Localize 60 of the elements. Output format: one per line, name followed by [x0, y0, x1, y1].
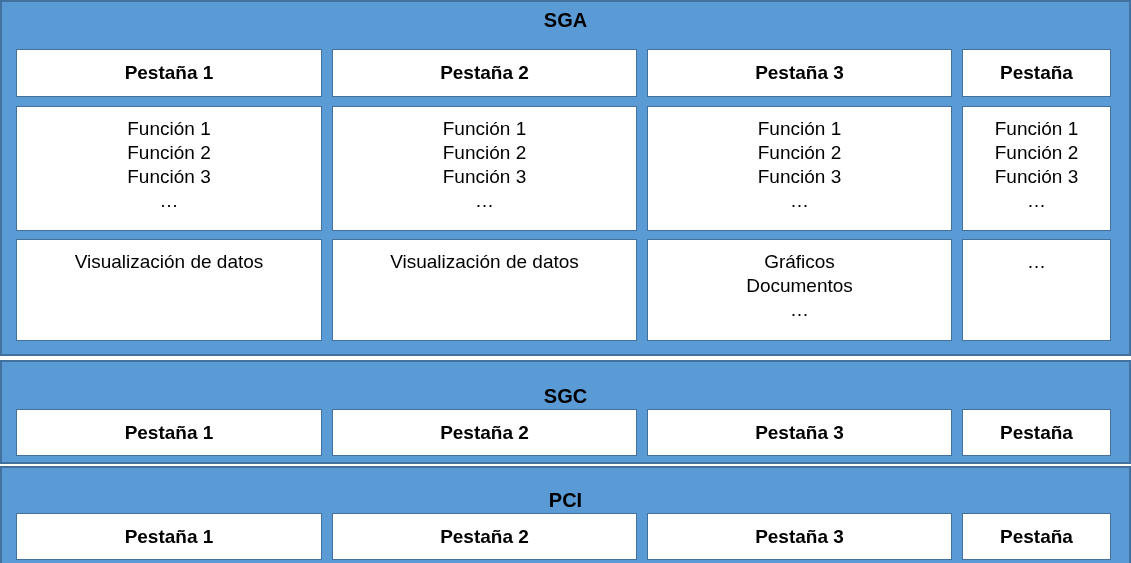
tab-box [332, 513, 637, 560]
content-text: Función 2 [757, 141, 842, 165]
tab-label: Pestaña [1000, 525, 1073, 549]
tab-label: Pestaña [1000, 421, 1073, 445]
tab-label: Pestaña 1 [124, 525, 214, 549]
tab-box [962, 513, 1111, 560]
content-text: Función 2 [127, 141, 211, 165]
content-text: … [475, 189, 494, 213]
content-text: Función 2 [442, 141, 527, 165]
layer-band [0, 0, 1131, 356]
content-text: … [790, 298, 809, 322]
tab-label: Pestaña 3 [755, 421, 844, 445]
layer-title: SGC [542, 386, 589, 406]
content-box [16, 106, 322, 231]
content-text: Función 3 [127, 165, 211, 189]
content-box [647, 106, 952, 231]
tab-label: Pestaña 3 [755, 61, 844, 85]
content-box [962, 106, 1111, 231]
content-text: Función 2 [994, 141, 1079, 165]
content-text: … [790, 189, 809, 213]
tab-box [962, 409, 1111, 456]
content-text: Gráficos [764, 250, 835, 274]
tab-label: Pestaña [1000, 61, 1073, 85]
tab-label: Pestaña 1 [124, 421, 214, 445]
content-text: Función 3 [442, 165, 527, 189]
content-text: Visualización de datos [390, 250, 579, 274]
tab-box [647, 49, 952, 97]
content-box [16, 239, 322, 341]
content-text: … [1027, 250, 1046, 274]
tab-box [16, 409, 322, 456]
tab-box [332, 49, 637, 97]
tab-label: Pestaña 1 [124, 61, 214, 85]
layer-title: PCI [547, 490, 584, 510]
tab-box [332, 409, 637, 456]
layer-title: SGA [542, 10, 589, 30]
content-box [647, 239, 952, 341]
content-text: Documentos [746, 274, 853, 298]
tab-label: Pestaña 3 [755, 525, 844, 549]
content-text: Visualización de datos [74, 250, 264, 274]
tab-box [647, 513, 952, 560]
content-text: … [159, 189, 179, 213]
tab-label: Pestaña 2 [440, 421, 529, 445]
layer-band [0, 466, 1131, 563]
tab-box [962, 49, 1111, 97]
content-text: … [1027, 189, 1046, 213]
tab-box [16, 49, 322, 97]
tab-box [16, 513, 322, 560]
content-text: Función 1 [127, 117, 211, 141]
content-text: Función 1 [757, 117, 842, 141]
tab-box [647, 409, 952, 456]
layer-band [0, 360, 1131, 464]
content-text: Función 3 [757, 165, 842, 189]
content-box [332, 106, 637, 231]
tab-label: Pestaña 2 [440, 61, 529, 85]
content-text: Función 1 [994, 117, 1079, 141]
content-text: Función 3 [994, 165, 1079, 189]
content-text: Función 1 [442, 117, 527, 141]
content-box [962, 239, 1111, 341]
tab-label: Pestaña 2 [440, 525, 529, 549]
content-box [332, 239, 637, 341]
